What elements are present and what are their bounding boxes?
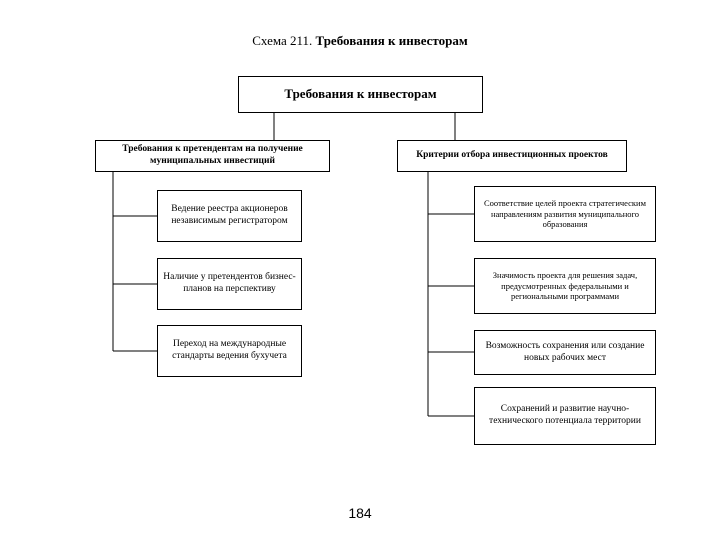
caption-prefix: Схема 211.	[252, 33, 316, 48]
caption-title: Требования к инвесторам	[315, 33, 468, 48]
right-item-box: Соответствие целей проекта стратегически…	[474, 186, 656, 242]
left-item-box: Переход на международные стандарты веден…	[157, 325, 302, 377]
diagram-caption: Схема 211. Требования к инвесторам	[0, 33, 720, 49]
right-item-box: Сохранений и развитие научно-техническог…	[474, 387, 656, 445]
left-item-box: Наличие у претендентов бизнес-планов на …	[157, 258, 302, 310]
left-branch-header: Требования к претендентам на получение м…	[95, 140, 330, 172]
root-box: Требования к инвесторам	[238, 76, 483, 113]
right-branch-header: Критерии отбора инвестиционных проектов	[397, 140, 627, 172]
page-number: 184	[348, 505, 372, 521]
right-item-box: Возможность сохранения или создание новы…	[474, 330, 656, 375]
left-item-box: Ведение реестра акционеров независимым р…	[157, 190, 302, 242]
right-item-box: Значимость проекта для решения задач, пр…	[474, 258, 656, 314]
